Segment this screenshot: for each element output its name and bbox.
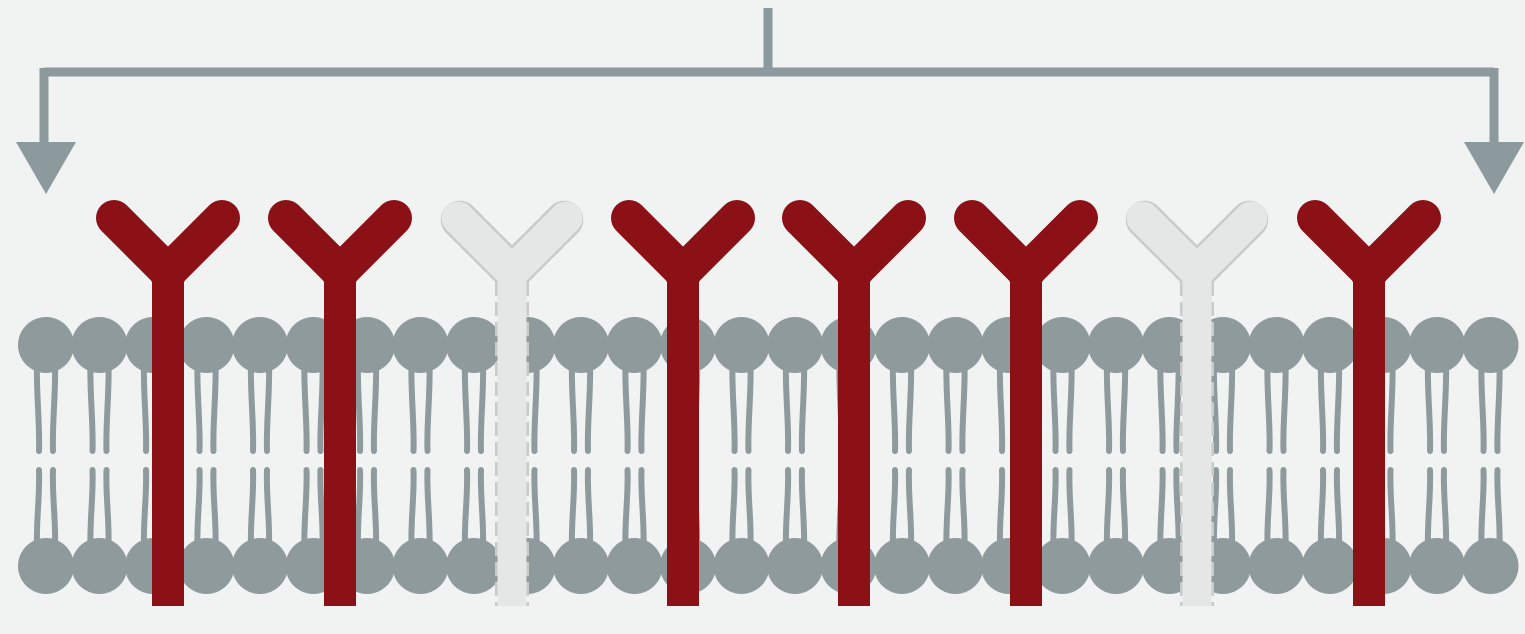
phospholipid	[767, 317, 823, 594]
phospholipid	[393, 317, 449, 594]
phospholipid	[1088, 317, 1144, 594]
phospholipid	[1035, 317, 1091, 594]
phospholipid	[232, 317, 288, 594]
phospholipid	[714, 317, 770, 594]
phospholipid	[72, 317, 128, 594]
phospholipid	[553, 317, 609, 594]
phospholipid	[1249, 317, 1305, 594]
arrow-down-icon	[1464, 142, 1524, 194]
phospholipid	[1302, 317, 1358, 594]
phospholipid	[607, 317, 663, 594]
phospholipid	[179, 317, 235, 594]
phospholipid	[874, 317, 930, 594]
distribution-bracket-icon	[16, 8, 1524, 194]
phospholipid	[928, 317, 984, 594]
phospholipid	[446, 317, 502, 594]
phospholipid	[1463, 317, 1519, 594]
phospholipid	[1409, 317, 1465, 594]
arrow-down-icon	[16, 142, 76, 194]
lipid-bilayer-icon	[18, 317, 1519, 594]
phospholipid	[18, 317, 74, 594]
